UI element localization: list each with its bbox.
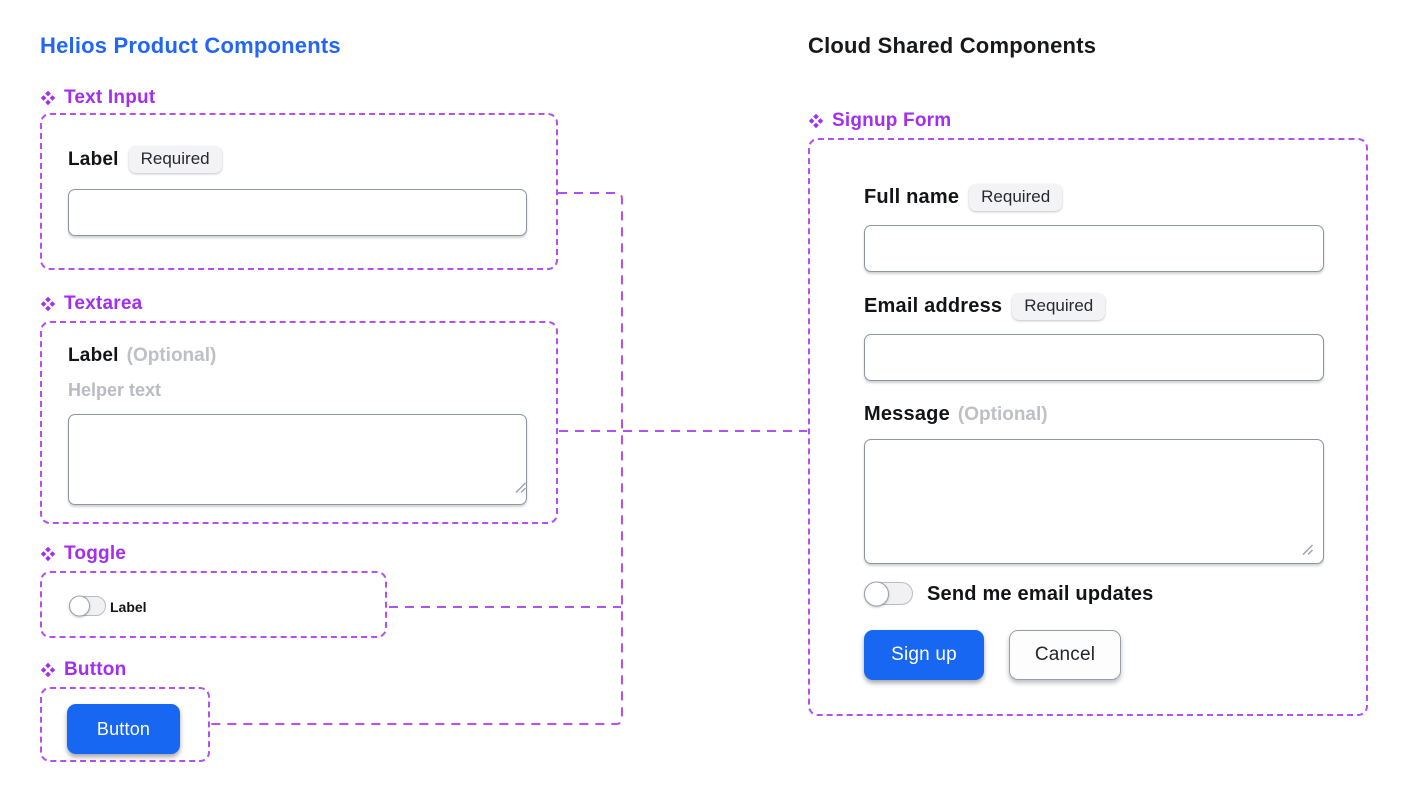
toggle-component-header: Toggle (40, 543, 126, 565)
sign-up-button[interactable]: Sign up (864, 630, 984, 680)
signup-form-component-header: Signup Form (808, 110, 951, 132)
optional-hint: (Optional) (126, 345, 217, 366)
required-badge: Required (1012, 293, 1106, 320)
email-updates-toggle[interactable] (864, 581, 913, 606)
message-textarea[interactable] (864, 439, 1324, 564)
toggle-switch[interactable] (69, 595, 106, 617)
signup-form-component-frame[interactable]: Full name Required Email address Require… (808, 138, 1368, 716)
full-name-input[interactable] (864, 225, 1324, 272)
sample-button[interactable]: Button (67, 704, 180, 754)
button-component-frame[interactable]: Button (40, 687, 210, 762)
signup-form-component-name: Signup Form (832, 110, 952, 131)
full-name-label: Full name (864, 186, 960, 208)
optional-hint: (Optional) (957, 403, 1048, 425)
button-component-header: Button (40, 659, 126, 681)
component-diamond-icon (808, 113, 824, 129)
email-label: Email address (864, 295, 1003, 317)
resize-handle-icon[interactable] (1301, 543, 1314, 556)
cancel-button[interactable]: Cancel (1009, 630, 1121, 680)
message-label: Message (864, 403, 950, 425)
component-diamond-icon (40, 662, 56, 678)
textarea-helper-text: Helper text (68, 380, 162, 400)
text-input-component-frame[interactable]: Label Required (40, 113, 558, 270)
textarea-field[interactable] (68, 414, 527, 505)
required-badge: Required (128, 146, 222, 173)
toggle-knob[interactable] (864, 581, 889, 606)
toggle-component-name: Toggle (64, 543, 127, 564)
text-input-field[interactable] (68, 189, 527, 236)
toggle-label: Label (110, 599, 147, 615)
text-input-component-header: Text Input (40, 87, 155, 109)
component-diamond-icon (40, 296, 56, 312)
textarea-component-name: Textarea (64, 293, 143, 314)
right-panel-title: Cloud Shared Components (808, 33, 1097, 58)
email-updates-label: Send me email updates (927, 583, 1154, 605)
text-input-label: Label (68, 148, 119, 170)
button-component-name: Button (64, 659, 127, 680)
textarea-component-header: Textarea (40, 293, 142, 315)
textarea-label: Label (68, 345, 119, 366)
resize-handle-icon[interactable] (514, 481, 527, 494)
left-panel-title: Helios Product Components (40, 33, 341, 58)
toggle-component-frame[interactable]: Label (40, 571, 387, 638)
required-badge: Required (969, 184, 1063, 211)
textarea-component-frame[interactable]: Label (Optional) Helper text (40, 321, 558, 524)
email-input[interactable] (864, 334, 1324, 381)
toggle-knob[interactable] (69, 595, 90, 617)
text-input-component-name: Text Input (64, 87, 156, 108)
component-diamond-icon (40, 546, 56, 562)
component-diamond-icon (40, 90, 56, 106)
